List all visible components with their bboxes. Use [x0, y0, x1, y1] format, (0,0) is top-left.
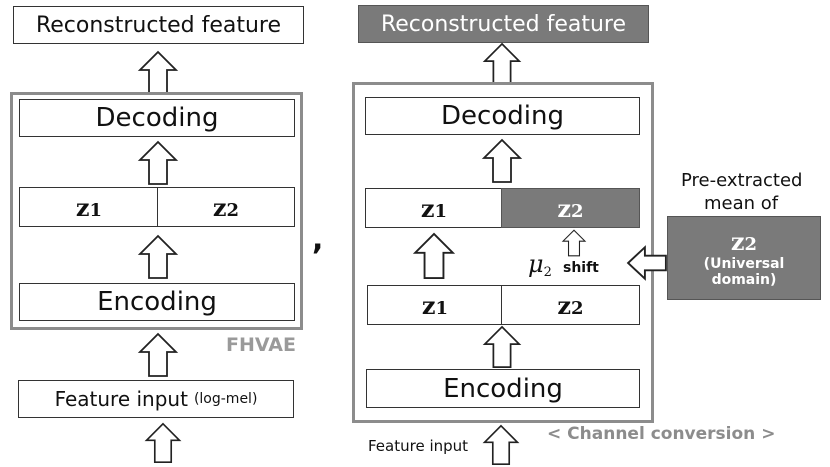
right-top-z2-label: z2 [557, 193, 584, 223]
right-output-box: Reconstructed feature [358, 5, 649, 43]
premean-to-shift-arrow [626, 245, 668, 281]
right-encoding-label: Encoding [443, 373, 563, 404]
right-bottom-z2-box: z2 [501, 285, 640, 325]
right-decoding-label: Decoding [441, 101, 564, 131]
right-input-label: Feature input [368, 437, 469, 455]
left-z1-box: z1 [19, 187, 159, 227]
premean-title-line2: mean of [704, 193, 779, 214]
left-z1-label: z1 [75, 192, 103, 222]
right-bottom-z1-box: z1 [367, 285, 503, 325]
premean-desc-line2: domain) [711, 271, 777, 288]
left-output-box: Reconstructed feature [13, 6, 304, 44]
left-input-label: Feature input [54, 387, 188, 411]
left-arrow-input [144, 422, 182, 464]
right-bottom-z1-label: z1 [421, 290, 449, 320]
left-decoding-box: Decoding [19, 99, 295, 137]
left-fhvae-frame [10, 92, 303, 330]
left-encoding-box: Encoding [19, 283, 295, 321]
right-top-z2-box: z2 [501, 188, 640, 228]
right-arrow-to-decoding [481, 138, 523, 184]
right-arrow-input [481, 424, 521, 466]
premean-desc-line1: (Universal [703, 255, 785, 272]
premean-box: z2 (Universal domain) [667, 216, 821, 300]
right-arrow-z1-pass [413, 230, 455, 282]
left-input-box: Feature input (log-mel) [18, 380, 294, 418]
right-bottom-z2-label: z2 [557, 290, 584, 320]
left-arrow-to-latent [137, 234, 179, 280]
left-encoding-label: Encoding [97, 287, 217, 317]
channel-conversion-caption: < Channel conversion > [547, 424, 776, 444]
right-top-z1-box: z1 [365, 188, 503, 228]
fhvae-label: FHVAE [226, 334, 296, 356]
right-top-z1-label: z1 [420, 193, 448, 223]
premean-title-line1: Pre-extracted [681, 170, 803, 191]
separator-comma: , [312, 222, 324, 257]
right-output-label: Reconstructed feature [380, 11, 627, 37]
left-arrow-to-output [137, 50, 179, 96]
shift-label: μ2 shift [528, 250, 599, 281]
left-arrow-to-encoding [137, 332, 179, 378]
left-decoding-label: Decoding [95, 103, 219, 133]
right-decoding-box: Decoding [365, 97, 640, 135]
left-output-label: Reconstructed feature [35, 12, 282, 38]
premean-z2-label: z2 [730, 227, 758, 257]
left-z2-box: z2 [157, 187, 295, 227]
right-model-frame [352, 82, 654, 423]
right-arrow-to-output [481, 42, 523, 86]
left-arrow-to-decoding [137, 140, 179, 186]
left-input-note: (log-mel) [193, 391, 258, 407]
right-arrow-to-latent [481, 325, 523, 369]
right-encoding-box: Encoding [366, 369, 640, 408]
left-z2-label: z2 [212, 192, 240, 222]
